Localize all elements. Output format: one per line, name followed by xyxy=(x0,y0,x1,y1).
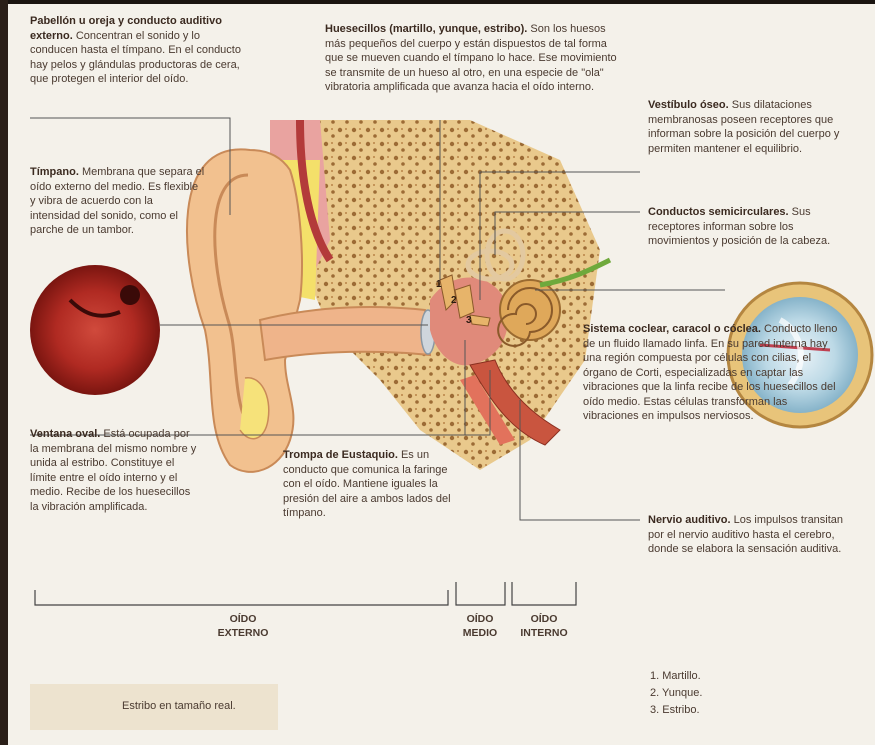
conductos-annotation: Conductos semicirculares. Sus receptores… xyxy=(648,205,853,249)
vestibulo-annotation: Vestíbulo óseo. Sus dilataciones membran… xyxy=(648,98,858,156)
huesecillos-title: Huesecillos (martillo, yunque, estribo). xyxy=(325,23,527,35)
pabellon-annotation: Pabellón u oreja y conducto auditivo ext… xyxy=(30,14,242,87)
eardrum-photo xyxy=(30,265,160,395)
stirrup-caption: Estribo en tamaño real. xyxy=(122,700,236,712)
legend-item-martillo: 1. Martillo. xyxy=(650,668,702,685)
coclea-title: Sistema coclear, caracol o cóclea. xyxy=(583,323,761,335)
nervio-title: Nervio auditivo. xyxy=(648,514,731,526)
ventana-annotation: Ventana oval. Está ocupada por la membra… xyxy=(30,427,200,514)
coclea-annotation: Sistema coclear, caracol o cóclea. Condu… xyxy=(583,322,845,424)
ossicle-legend: 1. Martillo. 2. Yunque. 3. Estribo. xyxy=(650,668,702,719)
trompa-title: Trompa de Eustaquio. xyxy=(283,449,398,461)
legend-item-yunque: 2. Yunque. xyxy=(650,685,702,702)
timpano-annotation: Tímpano. Membrana que separa el oído ext… xyxy=(30,165,205,238)
eardrum-photo-spot xyxy=(120,285,140,305)
section-brackets xyxy=(35,582,576,605)
label-oido-externo: OÍDO EXTERNO xyxy=(208,612,278,640)
number-2: 2 xyxy=(451,294,457,309)
conductos-title: Conductos semicirculares. xyxy=(648,206,789,218)
nervio-annotation: Nervio auditivo. Los impulsos transitan … xyxy=(648,513,848,557)
coclea-body: Conducto lleno de un fluido llamado linf… xyxy=(583,323,837,422)
ventana-body: Está ocupada por la membrana del mismo n… xyxy=(30,428,196,513)
bracket-interno xyxy=(512,582,576,605)
number-3: 3 xyxy=(466,314,472,329)
huesecillos-annotation: Huesecillos (martillo, yunque, estribo).… xyxy=(325,22,625,95)
ear-canal xyxy=(260,307,430,360)
number-1: 1 xyxy=(436,278,442,293)
ventana-title: Ventana oval. xyxy=(30,428,100,440)
bracket-externo xyxy=(35,590,448,605)
label-oido-medio: OÍDO MEDIO xyxy=(455,612,505,640)
legend-item-estribo: 3. Estribo. xyxy=(650,702,702,719)
label-oido-interno: OÍDO INTERNO xyxy=(512,612,576,640)
timpano-title: Tímpano. xyxy=(30,166,79,178)
trompa-annotation: Trompa de Eustaquio. Es un conducto que … xyxy=(283,448,451,521)
bracket-medio xyxy=(456,582,505,605)
vestibulo-title: Vestíbulo óseo. xyxy=(648,99,729,111)
